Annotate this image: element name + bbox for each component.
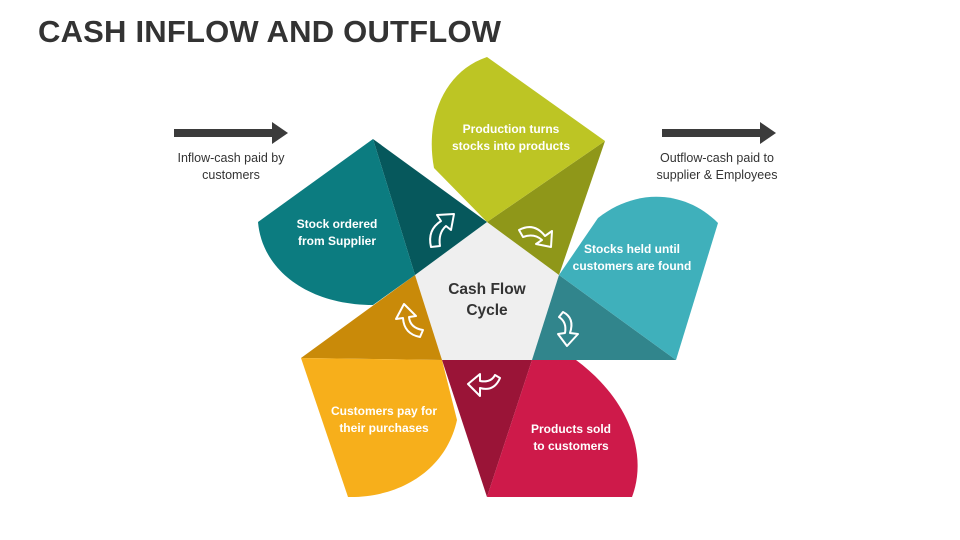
petal-production-line1: Production turns — [463, 122, 560, 136]
outflow-caption: Outflow-cash paid to supplier & Employees — [642, 150, 792, 184]
customers-pay-cycle-arrow-icon — [395, 303, 424, 338]
petal-stocks-held-line2: customers are found — [573, 259, 692, 273]
petal-products-sold: Products sold to customers — [442, 360, 638, 497]
stock-ordered-cycle-arrow-icon — [429, 213, 455, 248]
petal-stock-ordered-shape — [258, 139, 415, 305]
petal-stocks-held-shape — [559, 196, 718, 360]
page-title: CASH INFLOW AND OUTFLOW — [38, 14, 502, 49]
outflow-caption-line1: Outflow-cash paid to — [660, 151, 774, 165]
petal-customers-pay: Customers pay for their purchases — [301, 275, 457, 498]
center-label-line1: Cash Flow — [448, 281, 526, 298]
petal-production: Production turns stocks into products — [431, 57, 605, 275]
petal-stock-ordered-dark — [373, 139, 487, 275]
petal-customers-pay-line2: their purchases — [339, 421, 429, 435]
outflow-caption-line2: supplier & Employees — [656, 168, 778, 182]
stocks-held-cycle-arrow-icon — [557, 311, 579, 347]
petal-stock-ordered-line2: from Supplier — [298, 234, 376, 248]
petal-stocks-held-line1: Stocks held until — [584, 242, 680, 256]
petal-products-sold-dark — [442, 360, 532, 497]
inflow-caption-line2: customers — [202, 168, 260, 182]
petal-stocks-held-dark — [532, 275, 676, 360]
petal-stocks-held: Stocks held until customers are found — [532, 196, 718, 360]
petal-production-dark — [487, 141, 605, 275]
petal-products-sold-line2: to customers — [533, 439, 609, 453]
petal-products-sold-shape — [487, 360, 638, 497]
production-cycle-arrow-icon — [518, 226, 553, 248]
inflow-arrow-icon — [174, 122, 288, 144]
inflow-caption: Inflow-cash paid by customers — [156, 150, 306, 184]
petal-production-shape — [431, 57, 605, 222]
petal-production-line2: stocks into products — [452, 139, 570, 153]
petal-stock-ordered: Stock ordered from Supplier — [258, 139, 487, 305]
petal-stock-ordered-line1: Stock ordered — [297, 217, 378, 231]
inflow-caption-line1: Inflow-cash paid by — [177, 151, 285, 165]
products-sold-cycle-arrow-icon — [467, 373, 501, 397]
outflow-arrow-icon — [662, 122, 776, 144]
petal-customers-pay-line1: Customers pay for — [331, 404, 437, 418]
center-label-line2: Cycle — [466, 302, 508, 319]
petal-products-sold-line1: Products sold — [531, 422, 611, 436]
center-pentagon — [415, 222, 559, 360]
petal-customers-pay-shape — [301, 358, 457, 498]
petal-customers-pay-dark — [301, 275, 442, 360]
